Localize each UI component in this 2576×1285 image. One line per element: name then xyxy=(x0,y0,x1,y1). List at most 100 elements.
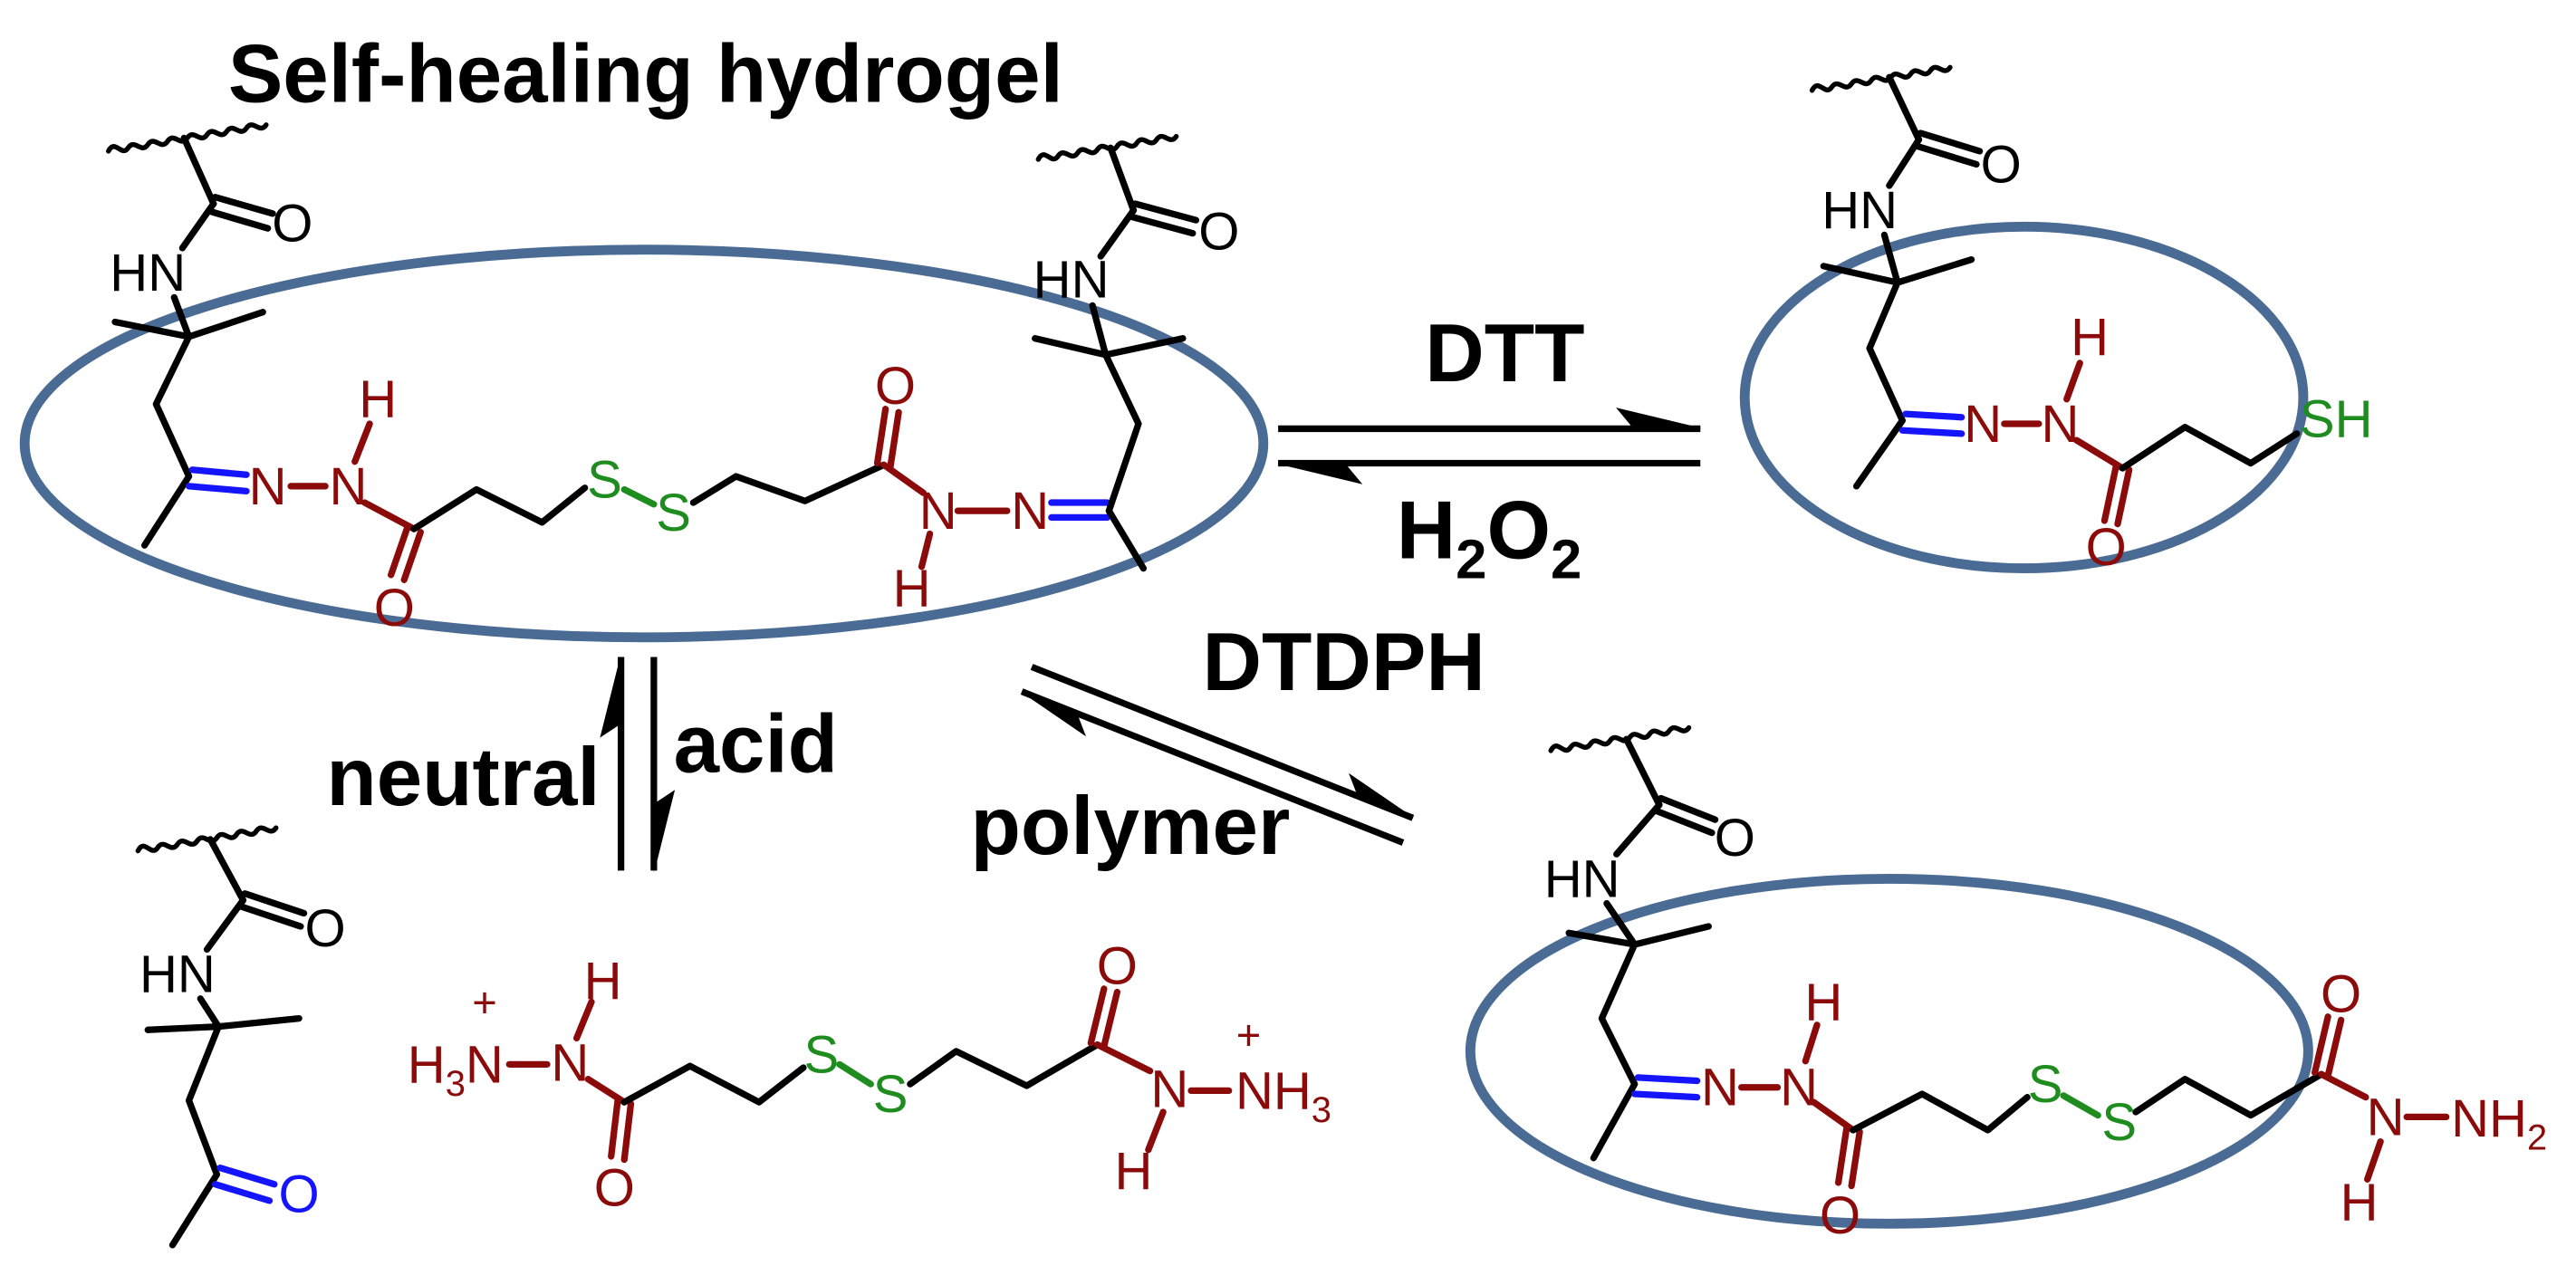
alkyl-chain-bond xyxy=(1590,941,1639,1162)
disulfide-bond xyxy=(2060,1092,2101,1119)
atom-label-o: O xyxy=(1198,203,1239,262)
backbone-bond xyxy=(1623,735,1663,809)
polymer-backbone-wavy xyxy=(1035,133,1179,162)
atom-label-o: O xyxy=(2086,518,2127,577)
reagent-polymer-label: polymer xyxy=(971,781,1291,872)
hydrazide-bonds xyxy=(880,461,1011,571)
forward-arrowhead xyxy=(1349,772,1414,820)
condition-neutral-label: neutral xyxy=(326,732,600,823)
gem-dimethyl-bonds xyxy=(1032,335,1187,359)
atom-label-h: H xyxy=(1804,973,1842,1031)
atom-label-o: O xyxy=(1097,936,1138,995)
atom-label-h: H xyxy=(1115,1142,1153,1201)
ketone-polymer-structure: O HN O xyxy=(135,825,346,1249)
disulfide-bond xyxy=(836,1060,874,1088)
atom-label-s: S xyxy=(656,484,691,542)
carbonyl-double-bond xyxy=(608,1097,635,1164)
reverse-arrowhead xyxy=(1277,462,1363,484)
alkyl-chain-bond xyxy=(168,1023,222,1249)
amide-bond xyxy=(197,897,247,1031)
carbonyl-double-bond xyxy=(1834,1125,1863,1190)
atom-label-hn: HN xyxy=(110,244,186,302)
atom-label-h: H xyxy=(893,559,931,618)
atom-label-n: N xyxy=(1964,395,2002,454)
hydrazide-bonds xyxy=(1093,1040,1233,1154)
imine-double-bond xyxy=(1631,1074,1701,1101)
reagent-h2o2-label: H2O2 xyxy=(1397,485,1582,591)
forward-arrowhead xyxy=(1616,408,1701,430)
thiol-product-structure: O HN N N H O SH xyxy=(1809,64,2373,577)
atom-label-o: O xyxy=(594,1158,635,1217)
polymer-backbone-wavy xyxy=(1548,724,1692,753)
gem-dimethyl-bonds xyxy=(144,1014,303,1033)
alkyl-chain-bond xyxy=(140,333,193,549)
carbonyl-double-bond xyxy=(1654,794,1719,837)
atom-label-hn: HN xyxy=(139,945,216,1004)
atom-label-s: S xyxy=(2028,1055,2063,1114)
backbone-bond xyxy=(207,836,247,904)
atom-label-o: O xyxy=(1981,135,2022,194)
polymer-backbone-wavy xyxy=(1809,64,1953,93)
amide-bond xyxy=(1603,801,1663,948)
carbonyl-double-bond xyxy=(388,523,424,583)
imine-double-bond xyxy=(1898,410,1966,437)
alkyl-chain-bond xyxy=(2132,1070,2325,1119)
atom-label-o: O xyxy=(374,579,415,638)
atom-label-s: S xyxy=(587,451,622,510)
reagent-dtdph-label: DTDPH xyxy=(1203,617,1485,708)
alkyl-chain-bond xyxy=(1852,279,1906,490)
atom-label-hn: HN xyxy=(1544,849,1620,908)
crosslink-highlight-ellipse xyxy=(19,245,1269,643)
backbone-bond xyxy=(1886,73,1923,143)
amide-bond xyxy=(1089,206,1138,359)
backbone-bond xyxy=(1107,144,1138,214)
atom-label-n: N xyxy=(551,1034,589,1093)
atom-label-n: N xyxy=(1011,482,1049,541)
atom-label-n: N xyxy=(2367,1088,2405,1146)
atom-label-o: O xyxy=(1715,809,1755,868)
imine-double-bond xyxy=(1048,499,1111,522)
atom-label-hn: HN xyxy=(1821,181,1898,240)
ammonium-label: H3N xyxy=(408,1035,504,1104)
imine-double-bond xyxy=(185,466,250,494)
atom-label-n: N xyxy=(1701,1059,1739,1117)
carbonyl-double-bond xyxy=(237,890,308,930)
terminal-amine-label: NH2 xyxy=(2451,1089,2547,1158)
exchange-equilibrium-arrows xyxy=(1020,664,1415,846)
ketone-double-bond xyxy=(211,1165,278,1204)
alkyl-chain-bond xyxy=(2119,423,2301,472)
atom-label-n: N xyxy=(1150,1060,1188,1119)
atom-label-s: S xyxy=(804,1025,840,1084)
ketone-oxygen-label: O xyxy=(279,1165,320,1224)
atom-label-n: N xyxy=(919,482,957,541)
forward-arrowhead xyxy=(652,790,676,871)
hydrazide-bonds xyxy=(2318,1070,2450,1183)
charge-label: + xyxy=(1236,1011,1262,1059)
atom-label-o: O xyxy=(1820,1186,1860,1245)
backbone-bond xyxy=(180,134,217,207)
atom-label-s: S xyxy=(873,1065,908,1124)
atom-label-o: O xyxy=(272,195,312,254)
carbonyl-double-bond xyxy=(1129,200,1200,237)
atom-label-n: N xyxy=(2042,395,2080,454)
reagent-dtt-label: DTT xyxy=(1425,308,1584,399)
atom-label-o: O xyxy=(2321,964,2361,1023)
atom-label-hn: HN xyxy=(1033,250,1110,309)
atom-label-n: N xyxy=(1780,1059,1818,1117)
atom-label-h: H xyxy=(359,370,397,429)
reverse-arrowhead xyxy=(600,657,622,738)
atom-label-n: N xyxy=(249,457,287,516)
redox-equilibrium-arrows xyxy=(1277,408,1701,484)
hydrazide-polymer-structure: O HN N N H O S S O N H NH2 xyxy=(1544,724,2547,1245)
forward-arrow xyxy=(1030,664,1415,821)
alkyl-chain-bond xyxy=(1102,351,1148,572)
thiol-label: SH xyxy=(2300,390,2373,449)
disulfide-bond xyxy=(620,485,658,508)
thiol-highlight-ellipse xyxy=(1739,221,2309,574)
carbonyl-double-bond xyxy=(2311,1013,2345,1079)
alkyl-chain-bond xyxy=(689,461,888,506)
carbonyl-double-bond xyxy=(1087,985,1120,1050)
atom-label-h: H xyxy=(584,952,622,1011)
dtdph-salt-structure: + H3N N H O S S O N H + NH3 xyxy=(408,936,1331,1217)
